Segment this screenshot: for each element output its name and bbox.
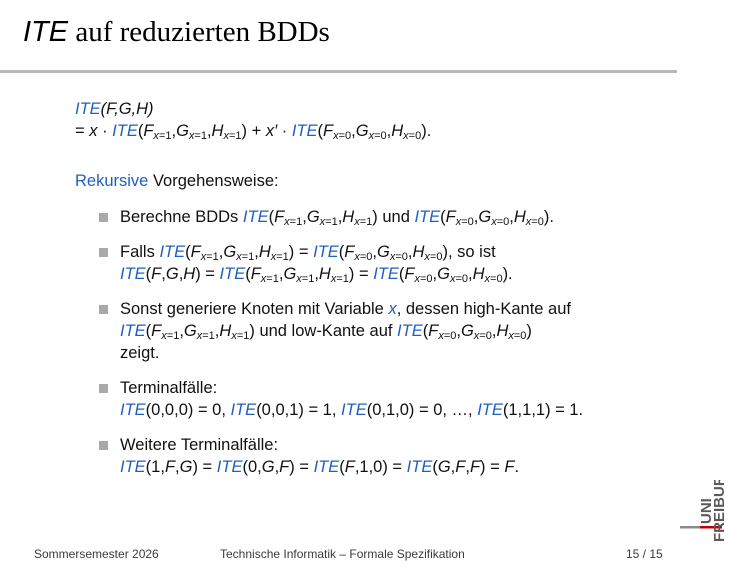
- section-heading: Rekursive Vorgehensweise:: [75, 172, 279, 190]
- bullet-square-icon: [99, 384, 108, 393]
- footer-page-number: 15 / 15: [626, 547, 663, 561]
- bullet-square-icon: [99, 213, 108, 222]
- bullet-item: Berechne BDDs ITE(Fx=1,Gx=1,Hx=1) und IT…: [75, 206, 715, 228]
- slide-content: ITE(F,G,H) = x · ITE(Fx=1,Gx=1,Hx=1) + x…: [75, 98, 715, 491]
- bullet-item: Falls ITE(Fx=1,Gx=1,Hx=1) = ITE(Fx=0,Gx=…: [75, 241, 715, 285]
- bullet-item: Terminalfälle: ITE(0,0,0) = 0, ITE(0,0,1…: [75, 377, 715, 421]
- title-rest: auf reduzierten BDDs: [68, 16, 330, 48]
- svg-text:UNI: UNI: [698, 498, 715, 524]
- footer-course: Technische Informatik – Formale Spezifik…: [220, 547, 465, 561]
- formula-line-2: = x · ITE(Fx=1,Gx=1,Hx=1) + x′ · ITE(Fx=…: [75, 122, 432, 142]
- bullet-square-icon: [99, 305, 108, 314]
- bullet-square-icon: [99, 441, 108, 450]
- formula-line-1: ITE(F,G,H): [75, 100, 154, 118]
- title-ite: ITE: [23, 16, 69, 48]
- uni-freiburg-logo: UNI FREIBURG: [680, 480, 728, 542]
- svg-text:FREIBURG: FREIBURG: [711, 480, 728, 542]
- slide-title: ITE auf reduzierten BDDs: [23, 16, 330, 49]
- bullet-item: Sonst generiere Knoten mit Variable x, d…: [75, 298, 715, 364]
- bullet-square-icon: [99, 248, 108, 257]
- bullet-item: Weitere Terminalfälle: ITE(1,F,G) = ITE(…: [75, 434, 715, 478]
- bullet-list: Berechne BDDs ITE(Fx=1,Gx=1,Hx=1) und IT…: [75, 206, 715, 478]
- title-rule: [0, 70, 677, 73]
- footer-semester: Sommersemester 2026: [34, 547, 159, 561]
